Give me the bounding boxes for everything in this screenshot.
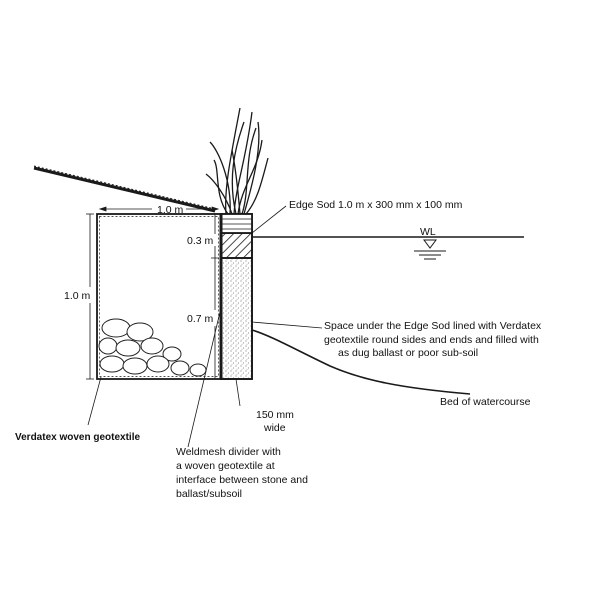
top-width-label: 1.0 m	[157, 204, 184, 216]
geotextile-label: Verdatex woven geotextile	[15, 432, 140, 443]
stone-fill	[98, 318, 207, 377]
water-level-label: WL	[420, 226, 436, 238]
sloping-bank	[33, 165, 216, 213]
divider-label-line-4: ballast/subsoil	[176, 488, 242, 500]
space-label-line-2: geotextile round sides and ends and fill…	[324, 334, 539, 346]
leader-lines	[87, 205, 323, 448]
dimension-lines	[86, 206, 220, 380]
water-level	[252, 236, 524, 260]
space-label-line-1: Space under the Edge Sod lined with Verd…	[324, 320, 542, 332]
divider-label-line-1: Weldmesh divider with	[176, 446, 281, 458]
height-total-label: 1.0 m	[64, 290, 91, 302]
edge-sod-column	[220, 213, 253, 380]
divider-label-line-3: interface between stone and	[176, 474, 308, 486]
bed-label: Bed of watercourse	[440, 396, 531, 408]
plant-growth	[205, 107, 269, 215]
width-value-label: 150 mm	[256, 409, 294, 421]
space-label-line-3: as dug ballast or poor sub-soil	[338, 347, 478, 359]
divider-label-line-2: a woven geotextile at	[176, 460, 275, 472]
height-upper-label: 0.3 m	[187, 235, 214, 247]
height-lower-label: 0.7 m	[187, 313, 214, 325]
bed-of-watercourse	[251, 329, 471, 395]
edge-sod-label: Edge Sod 1.0 m x 300 mm x 100 mm	[289, 199, 463, 211]
width-unit-label: wide	[263, 422, 286, 434]
